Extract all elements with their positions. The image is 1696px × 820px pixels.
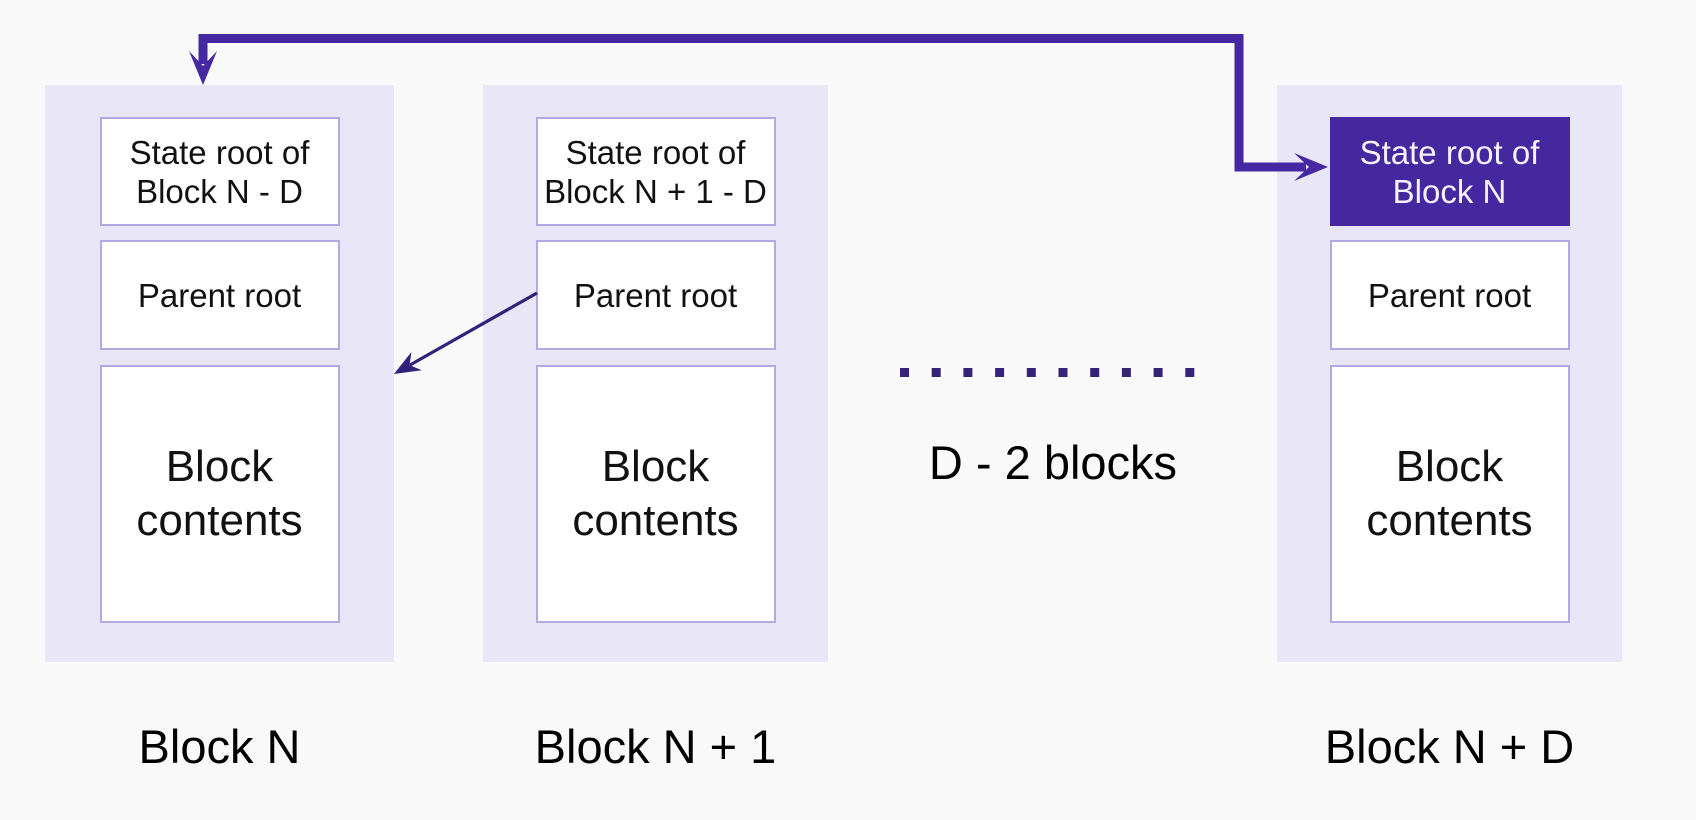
state-root-box: State root of Block N + 1 - D — [535, 117, 776, 226]
block-contents-box: Block contents — [535, 365, 776, 623]
state-root-line2: Block N — [1392, 172, 1507, 210]
block-contents-label: Block contents — [1366, 442, 1533, 545]
arrowhead-down-icon — [189, 51, 217, 85]
block-contents-label: Block contents — [136, 442, 303, 545]
state-root-line1: State root of — [565, 133, 746, 171]
state-root-box-highlighted: State root of Block N — [1329, 117, 1570, 226]
parent-root-box: Parent root — [535, 240, 776, 350]
state-root-line1: State root of — [129, 133, 310, 171]
block-nd-container: State root of Block N Parent root Block … — [1277, 85, 1622, 662]
state-root-line2: Block N + 1 - D — [544, 172, 767, 210]
block-n1-label: Block N + 1 — [534, 720, 777, 773]
state-root-box: State root of Block N - D — [99, 117, 340, 226]
parent-root-box: Parent root — [99, 240, 340, 350]
block-contents-box: Block contents — [99, 365, 340, 623]
parent-root-label: Parent root — [1367, 276, 1532, 314]
parent-root-label: Parent root — [573, 276, 738, 314]
block-n-container: State root of Block N - D Parent root Bl… — [45, 85, 394, 662]
block-contents-label: Block contents — [572, 442, 739, 545]
parent-root-box: Parent root — [1329, 240, 1570, 350]
parent-root-label: Parent root — [137, 276, 302, 314]
block-n-label: Block N — [138, 720, 301, 773]
block-contents-box: Block contents — [1329, 365, 1570, 623]
state-root-line2: Block N - D — [136, 172, 303, 210]
block-nd-label: Block N + D — [1324, 720, 1575, 773]
d-minus-2-blocks-label: D - 2 blocks — [928, 436, 1178, 489]
arrowhead-thin-icon — [394, 352, 422, 374]
block-n1-container: State root of Block N + 1 - D Parent roo… — [483, 85, 828, 662]
state-root-line1: State root of — [1359, 133, 1540, 171]
